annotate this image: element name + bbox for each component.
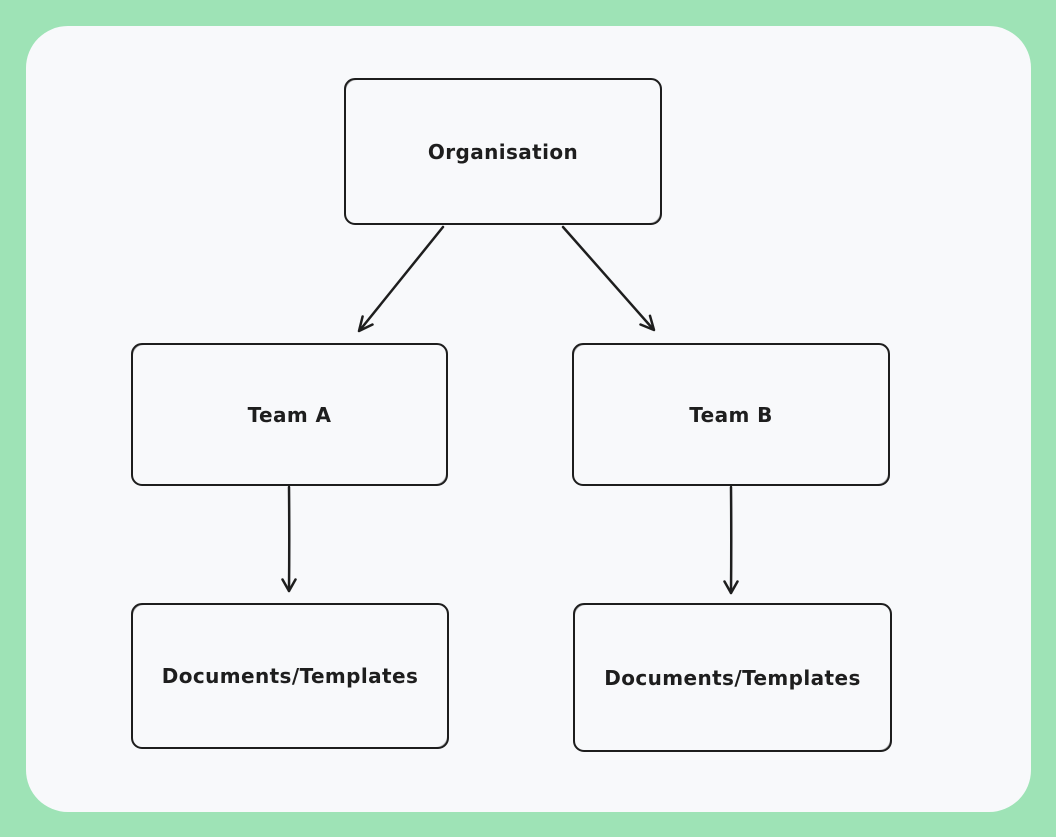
node-documents-templates-b: Documents/Templates [573, 603, 892, 752]
node-team-b: Team B [572, 343, 890, 486]
diagram-panel [26, 26, 1031, 812]
node-documents-templates-a: Documents/Templates [131, 603, 449, 749]
node-organisation: Organisation [344, 78, 662, 225]
node-documents-templates-b-label: Documents/Templates [604, 665, 861, 690]
node-organisation-label: Organisation [427, 139, 579, 164]
node-team-a-label: Team A [247, 402, 332, 427]
node-team-b-label: Team B [689, 402, 773, 427]
node-team-a: Team A [131, 343, 448, 486]
node-documents-templates-a-label: Documents/Templates [161, 664, 419, 688]
